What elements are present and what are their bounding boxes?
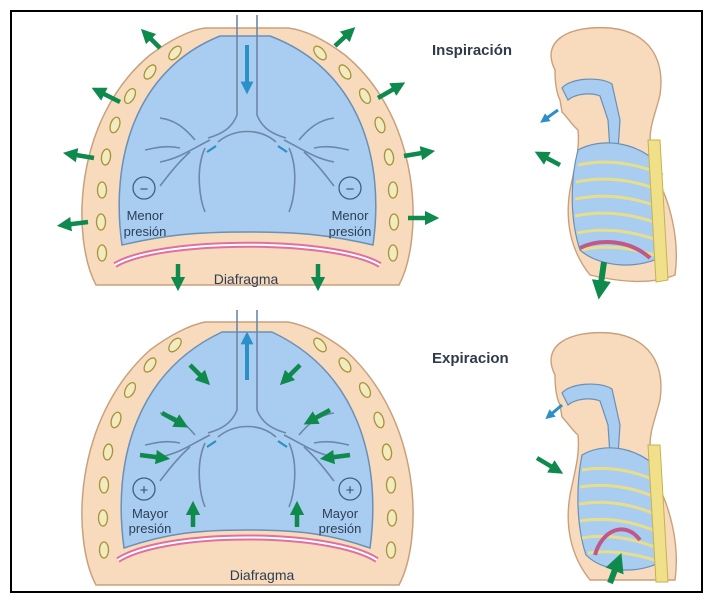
- pressure-label-right-line1-top: Menor: [332, 208, 370, 223]
- chest-expand-arrow-top: [541, 155, 560, 165]
- pressure-symbol-right-top: −: [346, 181, 355, 198]
- pressure-symbol-right-bottom: +: [346, 482, 355, 499]
- pressure-symbol-left-bottom: +: [140, 482, 149, 499]
- expiration-chest: + + Mayor presión Mayor presión Diafragm…: [82, 310, 413, 585]
- air-out-side-arrow: [549, 405, 562, 416]
- pressure-label-left-line1-bottom: Mayor: [132, 506, 169, 521]
- air-in-side-arrow: [544, 110, 558, 120]
- inspiration-title: Inspiración: [432, 42, 512, 59]
- expiration-title: Expiracion: [432, 350, 509, 367]
- pressure-label-left-line2-bottom: presión: [129, 521, 172, 536]
- pressure-symbol-left-top: −: [140, 181, 149, 198]
- diaphragm-down-arrow-top: [600, 262, 604, 290]
- figure-expiration: [537, 333, 676, 583]
- pressure-label-right-line2-bottom: presión: [319, 521, 362, 536]
- pressure-label-right-line2-top: presión: [329, 224, 372, 239]
- diaphragm-label-top: Diafragma: [214, 271, 279, 287]
- inspiration-chest: − − Menor presión Menor presión Diafragm…: [64, 15, 432, 287]
- figure-inspiration: [541, 28, 676, 290]
- diaphragm-label-bottom: Diafragma: [230, 567, 295, 583]
- pressure-label-left-line1-top: Menor: [127, 208, 165, 223]
- pressure-label-right-line1-bottom: Mayor: [322, 506, 359, 521]
- chest-contract-arrow-bottom: [537, 458, 557, 470]
- pressure-label-left-line2-top: presión: [124, 224, 167, 239]
